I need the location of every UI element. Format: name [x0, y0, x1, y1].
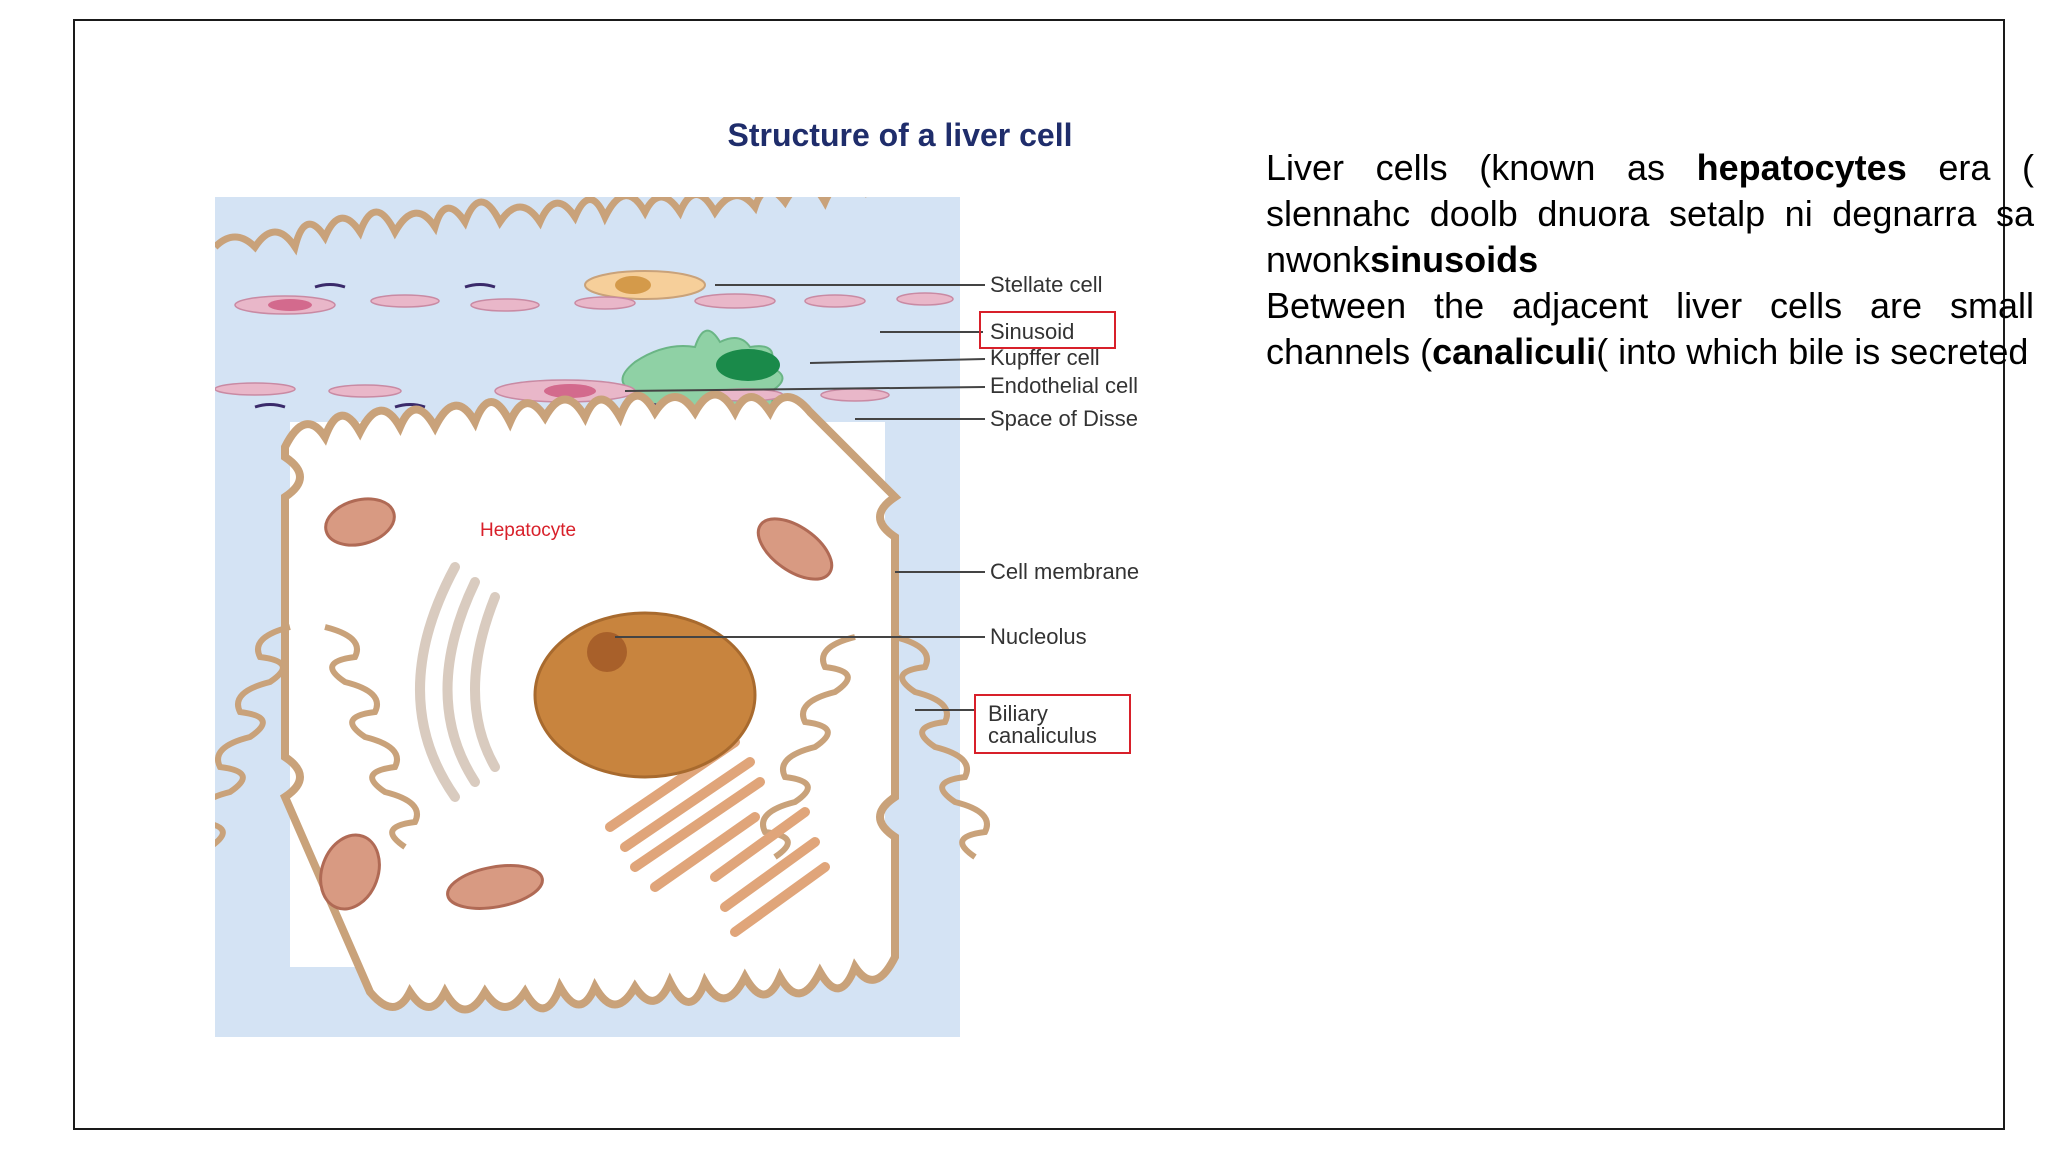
- p1-text-c: era ( slennahc doolb dnuora setalp ni de…: [1266, 147, 2034, 280]
- p2-bold-canaliculi: canaliculi: [1432, 331, 1597, 372]
- label-endothelial-cell: Endothelial cell: [990, 373, 1138, 398]
- sinusoid-highlight-box: [979, 311, 1116, 349]
- p1-text-a: Liver cells (known as: [1266, 147, 1697, 188]
- endothelial-nucleus-bottom: [544, 384, 596, 398]
- leader-lines: [615, 284, 986, 711]
- p1-bold-hepatocytes: hepatocytes: [1696, 147, 1907, 188]
- label-biliary-line1: Biliary: [988, 701, 1048, 726]
- endothelial-nucleus-top: [268, 299, 312, 311]
- paragraph-canaliculi: Between the adjacent liver cells are sma…: [1266, 283, 2034, 375]
- golgi-apparatus: [415, 562, 500, 802]
- biliary-canaliculus: [760, 634, 990, 860]
- stellate-nucleus: [615, 276, 651, 294]
- label-space-of-disse: Space of Disse: [990, 406, 1138, 431]
- p2-text-c: ( into which bile is secreted: [1596, 331, 2029, 372]
- label-nucleolus: Nucleolus: [990, 624, 1087, 649]
- label-biliary-line2: canaliculus: [988, 723, 1097, 748]
- biliary-highlight-box: [974, 694, 1131, 754]
- liver-cell-diagram: Stellate cell Sinusoid Kupffer cell Endo…: [215, 197, 1139, 1047]
- paragraph-hepatocytes: Liver cells (known as hepatocytes era ( …: [1266, 145, 2034, 283]
- p1-bold-sinusoids: sinusoids: [1370, 239, 1539, 280]
- top-microvilli: [215, 197, 867, 256]
- mitochondria: [319, 497, 834, 911]
- kupffer-nucleus: [716, 349, 780, 381]
- endothelium-top: [234, 292, 954, 315]
- body-text: Liver cells (known as hepatocytes era ( …: [1266, 145, 2034, 375]
- label-sinusoid: Sinusoid: [990, 319, 1074, 344]
- label-stellate-cell: Stellate cell: [990, 272, 1103, 297]
- label-cell-membrane: Cell membrane: [990, 559, 1139, 584]
- figure-title: Structure of a liver cell: [727, 117, 1073, 153]
- left-canaliculus: [215, 624, 420, 850]
- nucleolus: [587, 632, 627, 672]
- slide-frame: Structure of a liver cell: [73, 19, 2034, 1130]
- label-kupffer-cell: Kupffer cell: [990, 345, 1100, 370]
- left-cell-region: [215, 422, 290, 967]
- p2-text-a: Between the adjacent liver cells are sma…: [1266, 285, 2034, 372]
- label-hepatocyte: Hepatocyte: [480, 520, 576, 541]
